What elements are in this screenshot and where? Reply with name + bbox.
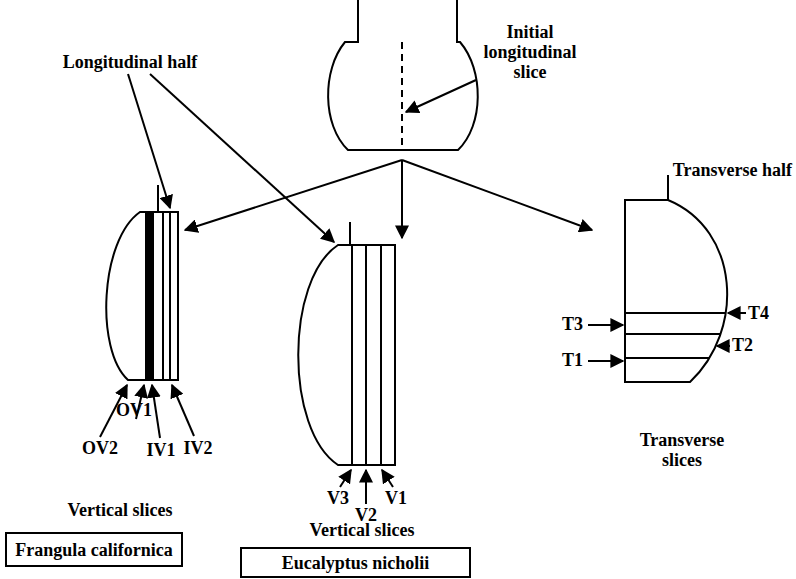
- leader-arrow: [172, 385, 194, 436]
- leader-arrow: [717, 345, 730, 347]
- cut-line: [401, 42, 403, 150]
- slice-line: [169, 212, 171, 380]
- slice-line: [380, 245, 382, 465]
- longitudinal-half: [298, 245, 395, 465]
- leader-arrow: [152, 385, 160, 438]
- split-arrow: [402, 160, 592, 230]
- part-label: Longitudinal half: [40, 52, 220, 72]
- slice-label: OV2: [78, 438, 122, 458]
- leader-arrow: [588, 360, 623, 362]
- slice-label: OV1: [112, 400, 156, 420]
- split-arrow: [401, 160, 403, 238]
- slice-line: [162, 212, 164, 380]
- slice-line: [351, 245, 353, 465]
- species-name: Frangula californica: [15, 540, 172, 560]
- stem: [667, 175, 669, 200]
- slice-label: V1: [378, 488, 414, 508]
- slice-label: T2: [732, 335, 772, 355]
- group-label: Vertical slices: [277, 520, 447, 540]
- slice-label: IV2: [178, 438, 218, 458]
- leader-arrow: [406, 80, 476, 112]
- slice-line: [625, 357, 709, 359]
- species-box: Frangula californica: [5, 532, 183, 567]
- species-box: Eucalyptus nicholii: [240, 547, 471, 578]
- leader-arrow: [728, 312, 746, 314]
- species-name: Eucalyptus nicholii: [282, 553, 430, 573]
- group-label: Vertical slices: [35, 500, 205, 520]
- part-label: Transverse half: [672, 160, 792, 180]
- leader-arrow: [340, 470, 351, 487]
- slice-label: T3: [562, 314, 592, 334]
- part-label: Initial longitudinal slice: [475, 22, 585, 82]
- slice-line: [625, 312, 725, 314]
- transverse-half: [625, 200, 727, 382]
- slice-label: T1: [562, 350, 592, 370]
- leader-arrow: [128, 74, 170, 208]
- slice-label: IV1: [143, 440, 179, 460]
- inner-slice-band: [145, 212, 154, 380]
- slice-line: [625, 333, 721, 335]
- split-arrow: [185, 160, 402, 230]
- group-label: Transverse slices: [627, 430, 737, 470]
- stem: [349, 222, 351, 245]
- whole-fruit: [328, 0, 478, 150]
- leader-arrow: [588, 324, 623, 326]
- stem: [157, 185, 159, 212]
- longitudinal-half: [106, 212, 178, 380]
- slice-line: [365, 245, 367, 465]
- slice-label: T4: [748, 303, 788, 323]
- slice-label: V3: [320, 488, 356, 508]
- leader-arrow: [382, 470, 393, 487]
- leader-arrow: [365, 470, 367, 504]
